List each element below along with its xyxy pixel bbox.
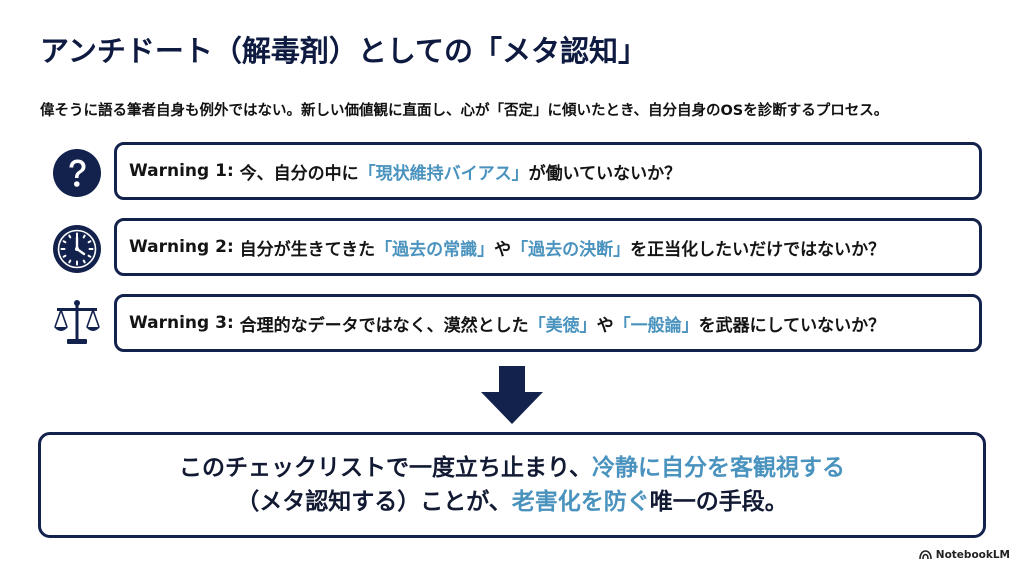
warning-row-2: Warning 2: 自分が生きてきた「過去の常識」や「過去の決断」を正当化した…	[0, 218, 1024, 282]
warning-highlight: 「現状維持バイアス」	[358, 163, 529, 184]
warning-highlight: 「一般論」	[613, 315, 699, 336]
conclusion-highlight: 冷静に自分を客観視する	[592, 455, 846, 481]
brand-watermark: NotebookLM	[918, 549, 1010, 561]
conclusion-box: このチェックリストで一度立ち止まり、冷静に自分を客観視する （メタ認知する）こと…	[38, 432, 986, 538]
warning-row-3: Warning 3: 合理的なデータではなく、漠然とした「美徳」や「一般論」を武…	[0, 294, 1024, 358]
warning-text: を正当化したいだけではないか？	[630, 239, 886, 260]
warning-text: や	[494, 239, 512, 260]
notebooklm-logo-icon	[918, 550, 932, 560]
warning-text: を武器にしていないか？	[698, 315, 886, 336]
warning-text: が働いていないか？	[528, 163, 682, 184]
warning-text: 今、自分の中に	[239, 163, 359, 184]
conclusion-text: 唯一の手段。	[649, 489, 788, 515]
warning-text: 自分が生きてきた	[239, 239, 376, 260]
warning-box-3: Warning 3: 合理的なデータではなく、漠然とした「美徳」や「一般論」を武…	[114, 294, 982, 352]
conclusion-text: （メタ認知する）ことが、	[236, 489, 512, 515]
warning-highlight: 「過去の常識」	[375, 239, 495, 260]
page-title: アンチドート（解毒剤）としての「メタ認知」	[40, 34, 647, 68]
down-arrow-icon	[481, 366, 543, 424]
clock-icon	[53, 225, 101, 273]
warning-text: や	[596, 315, 614, 336]
warning-label: Warning 2:	[129, 237, 234, 257]
question-icon	[53, 149, 101, 197]
brand-label: NotebookLM	[935, 549, 1010, 561]
conclusion-text: このチェックリストで一度立ち止まり、	[178, 455, 593, 481]
scales-icon	[54, 300, 100, 344]
conclusion-line-1: このチェックリストで一度立ち止まり、冷静に自分を客観視する	[179, 451, 845, 485]
conclusion-highlight: 老害化を防ぐ	[511, 489, 650, 515]
warning-box-1: Warning 1: 今、自分の中に「現状維持バイアス」が働いていないか？	[114, 142, 982, 200]
warning-highlight: 「過去の決断」	[511, 239, 631, 260]
conclusion-line-2: （メタ認知する）ことが、老害化を防ぐ唯一の手段。	[236, 485, 788, 519]
page-subtitle: 偉そうに語る筆者自身も例外ではない。新しい価値観に直面し、心が「否定」に傾いたと…	[40, 103, 889, 119]
warning-highlight: 「美徳」	[528, 315, 597, 336]
warning-label: Warning 1:	[129, 161, 234, 181]
warning-box-2: Warning 2: 自分が生きてきた「過去の常識」や「過去の決断」を正当化した…	[114, 218, 982, 276]
warning-label: Warning 3:	[129, 313, 234, 333]
warning-text: 合理的なデータではなく、漠然とした	[239, 315, 529, 336]
warning-row-1: Warning 1: 今、自分の中に「現状維持バイアス」が働いていないか？	[0, 142, 1024, 206]
